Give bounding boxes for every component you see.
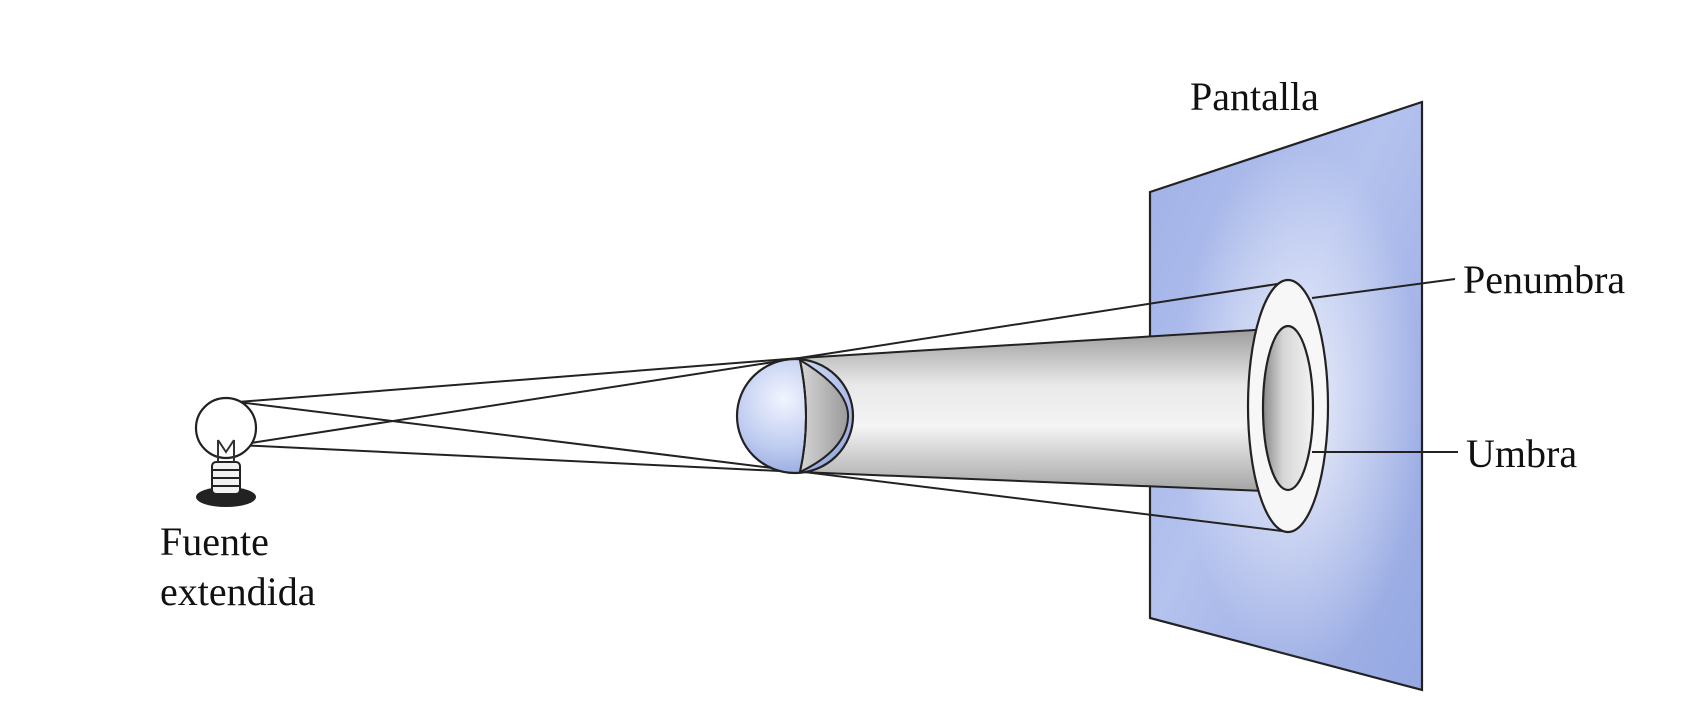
umbra-cone	[799, 327, 1289, 493]
penumbra-label: Penumbra	[1463, 257, 1625, 302]
screen-label: Pantalla	[1190, 74, 1319, 119]
shadow-on-screen	[1246, 278, 1330, 534]
opaque-sphere	[735, 357, 855, 475]
umbra-rays	[237, 357, 801, 473]
umbra-disc	[1261, 324, 1315, 492]
light-bulb-icon	[194, 396, 258, 507]
source-label-line1: Fuente	[160, 519, 269, 564]
source-label-line2: extendida	[160, 569, 316, 614]
umbra-label: Umbra	[1466, 431, 1577, 476]
leader-lines	[1311, 278, 1458, 453]
penumbra-rays	[237, 281, 1291, 533]
